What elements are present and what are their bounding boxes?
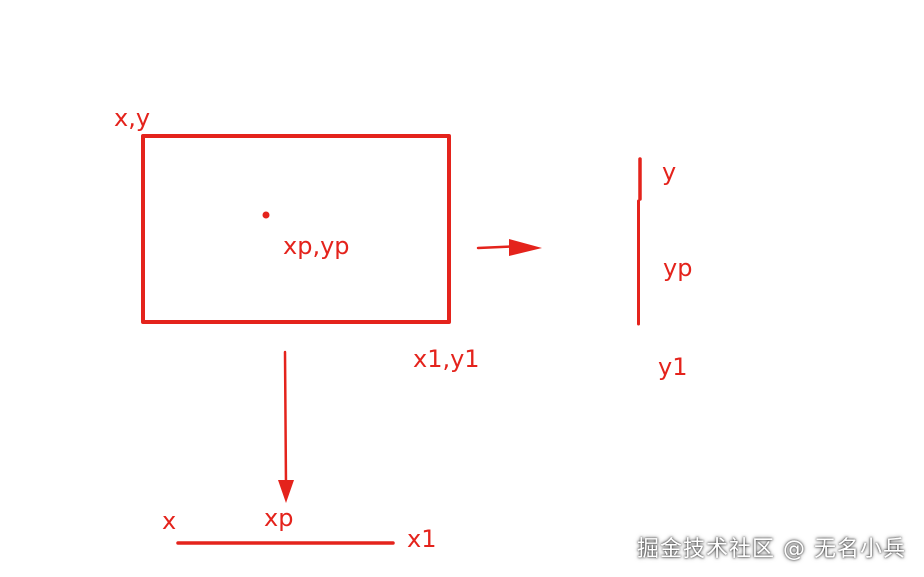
point-dot: [262, 211, 270, 219]
label-horizontal-mid: xp: [264, 504, 294, 532]
label-horizontal-right: x1: [407, 525, 437, 553]
label-point: xp,yp: [283, 232, 350, 260]
label-vertical-bottom: y1: [658, 353, 688, 381]
label-bottom-right: x1,y1: [413, 345, 480, 373]
right-arrow-icon: [476, 239, 542, 256]
bounding-rectangle: [141, 134, 451, 324]
label-vertical-top: y: [662, 158, 677, 186]
label-vertical-mid: yp: [663, 254, 693, 282]
label-horizontal-left: x: [162, 507, 177, 535]
label-top-left: x,y: [114, 104, 151, 132]
down-arrow-icon: [278, 350, 294, 503]
watermark: 掘金技术社区 @ 无名小兵: [637, 537, 906, 562]
